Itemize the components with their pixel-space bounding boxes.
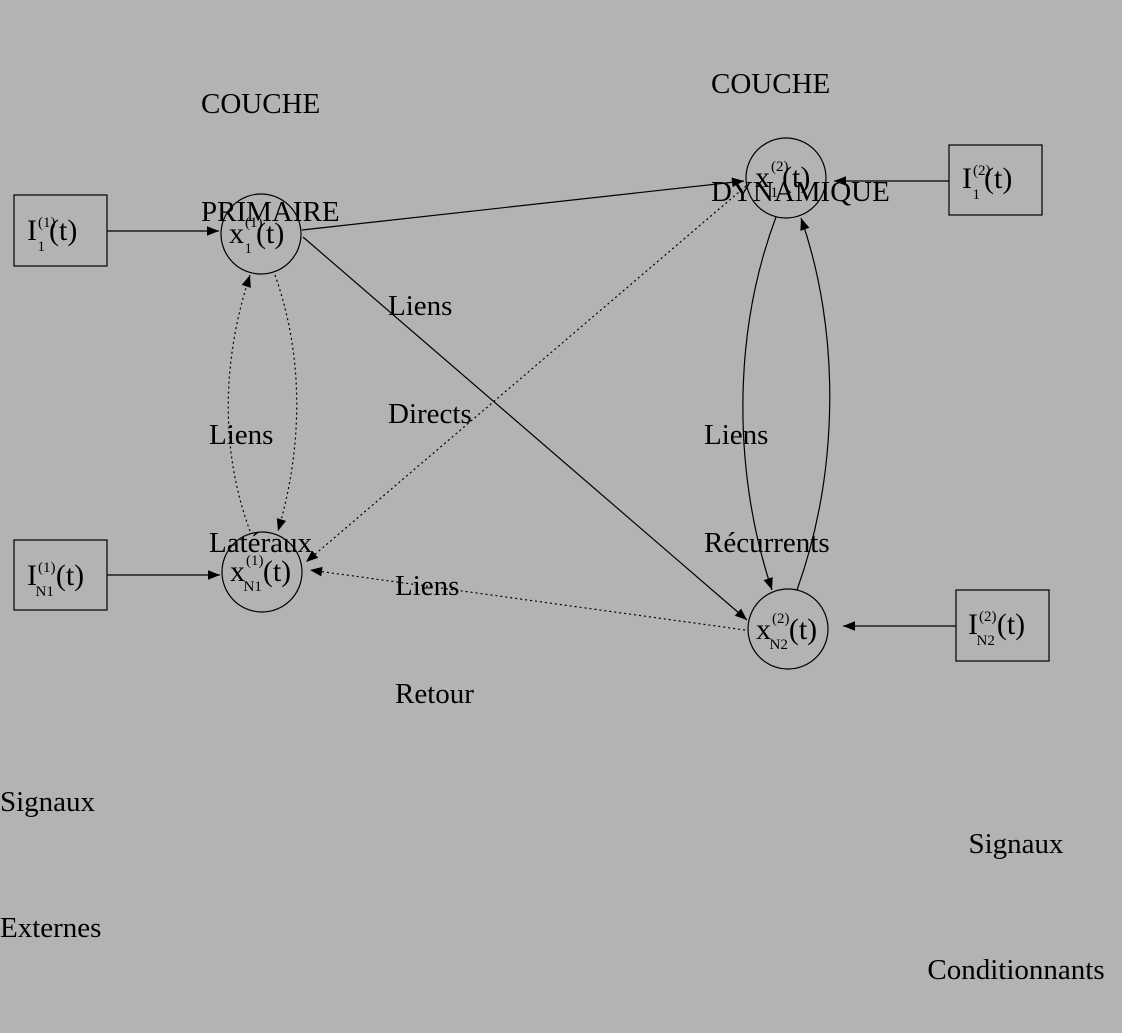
direct-links-label: Liens Directs [388,290,472,430]
primary-layer-title: COUCHE PRIMAIRE [201,14,340,266]
neuron-circle-x1-2 [745,137,827,219]
primary-layer-title-line2: PRIMAIRE [201,196,340,228]
direct-link-x1-to-xn2 [302,236,748,621]
return-links-label: Liens Retour [395,570,474,710]
dynamic-layer-title-line1: COUCHE [711,68,831,100]
direct-link-x1-to-x1 [301,177,745,231]
lateral-link-up [227,274,251,532]
primary-layer-title-line1: COUCHE [201,88,321,120]
return-link-x1-to-xn1 [305,185,747,563]
external-signals-label: Signaux Externes [0,786,102,944]
neuron-circle-x1-1 [220,193,302,275]
neuron-circle-xn1-1 [221,531,303,613]
conditioning-signals-label: Signaux Conditionnants [927,828,1105,986]
neuron-label-x1-2: x(2)1(t) [755,159,810,201]
recurrent-link-down [742,216,777,591]
input-label-i1-1: I(1)1(t) [27,214,77,255]
neuron-circle-xn2-2 [747,588,829,670]
input-label-in2-2: I(2)N2(t) [968,608,1025,649]
neuron-label-x1-1: x(1)1(t) [229,215,284,257]
lateral-link-down [274,274,298,532]
neuron-label-xn1-1: x(1)N1(t) [230,553,291,595]
input-box-i1-2 [948,144,1043,216]
network-diagram: I(1)1(t) I(1)N1(t) I(2)1(t) I(2)N2(t) x(… [13,137,1050,670]
diagram-canvas: I(1)1(t) I(1)N1(t) I(2)1(t) I(2)N2(t) x(… [0,0,1105,986]
input-label-in1-1: I(1)N1(t) [27,559,84,600]
return-link-xn2-to-xn1 [309,566,746,631]
dynamic-layer-title-line2: DYNAMIQUE [711,176,890,208]
dynamic-layer-title: COUCHE DYNAMIQUE [711,0,890,246]
recurrent-links-label: Liens Récurrents [704,419,830,559]
input-label-i1-2: I(2)1(t) [962,162,1012,203]
lateral-links-label: Liens Latéraux [209,419,313,559]
neuron-label-xn2-2: x(2)N2(t) [756,611,817,653]
recurrent-link-up [796,217,831,591]
